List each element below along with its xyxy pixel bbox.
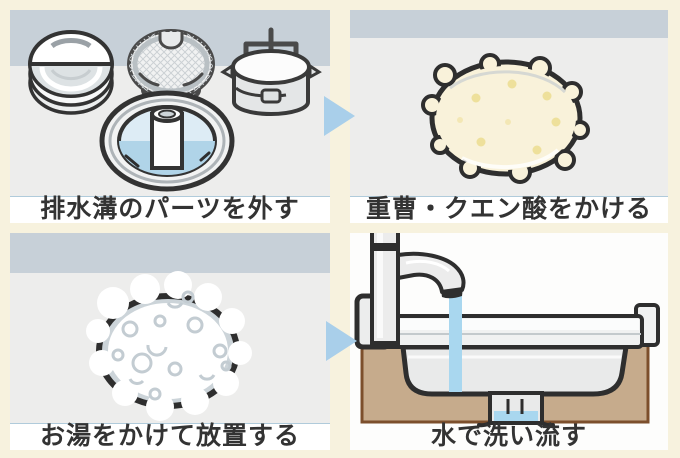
step-panel-3: お湯をかけて放置する xyxy=(10,233,330,450)
sink-basin-icon xyxy=(400,344,629,397)
panel-header-band xyxy=(350,10,668,38)
powder-pile-icon xyxy=(421,53,590,184)
drain-opening-icon xyxy=(99,90,235,192)
powder-pile-illustration xyxy=(421,53,590,184)
foam-illustration xyxy=(86,271,252,421)
sink-rim xyxy=(355,314,644,349)
sink-rinsing-illustration xyxy=(354,233,660,428)
step-panel-4: 水で洗い流す xyxy=(350,233,668,450)
drain-stub xyxy=(477,391,555,428)
dish-cover-icon xyxy=(28,30,114,115)
step-caption: 排水溝のパーツを外す xyxy=(40,194,300,223)
drain-parts-illustration xyxy=(28,27,322,192)
caption-band xyxy=(350,196,668,223)
arrow-right-icon xyxy=(325,320,358,362)
caption-band xyxy=(10,196,330,223)
arrow-right-icon xyxy=(323,95,356,137)
faucet-icon xyxy=(370,233,466,345)
caption-band xyxy=(10,423,330,450)
step-caption: 重曹・クエン酸をかける xyxy=(365,194,652,223)
step-caption: 水で洗い流す xyxy=(430,421,587,450)
foam-icon xyxy=(86,271,252,421)
faucet-spout-cap xyxy=(441,287,463,299)
step-panel-1: 排水溝のパーツを外す xyxy=(10,10,330,223)
panel-header-band xyxy=(10,233,330,273)
trap-cup-icon xyxy=(220,27,322,116)
step-panel-2: 重曹・クエン酸をかける xyxy=(350,10,668,223)
water-stream xyxy=(449,293,462,392)
step-caption: お湯をかけて放置する xyxy=(39,421,300,450)
